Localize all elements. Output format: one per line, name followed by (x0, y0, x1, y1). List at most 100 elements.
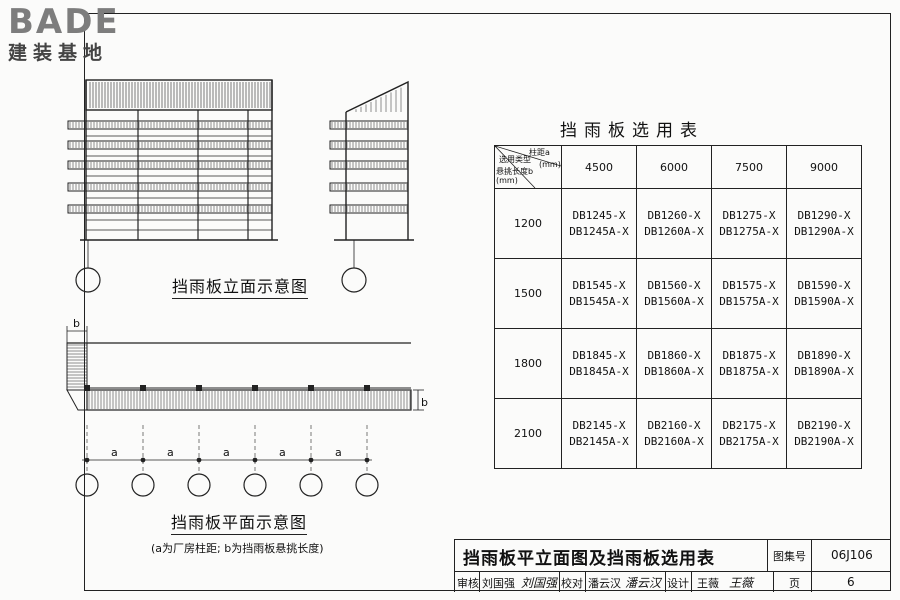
table-cell: DB1560-X DB1560A-X (636, 258, 712, 329)
title-block-vline (479, 571, 480, 592)
table-cell: DB1575-X DB1575A-X (711, 258, 787, 329)
model-code: DB1245-X (572, 208, 626, 222)
side-rain-shield (329, 160, 409, 170)
diagonal-lines (495, 146, 561, 188)
plan-shield-band (86, 389, 412, 411)
plan-column-dot (308, 385, 314, 391)
axis-bubble (355, 473, 379, 497)
atlas-number: 06J106 (831, 548, 873, 562)
rain-shield-band (67, 204, 273, 214)
table-cell: DB1875-X DB1875A-X (711, 328, 787, 399)
dim-a-tick (196, 457, 202, 463)
title-block-vline (454, 540, 455, 592)
plan-corner-shield (66, 342, 88, 391)
model-code-alt: DB1560A-X (644, 294, 704, 308)
title-block-vline (767, 540, 768, 571)
table-cell: DB1275-X DB1275A-X (711, 188, 787, 259)
review-label: 审核 (457, 577, 479, 590)
row-header: 1500 (494, 258, 562, 329)
logo-brand: BADE (8, 2, 120, 42)
table-cell: DB2175-X DB2175A-X (711, 398, 787, 469)
rain-shield-band (67, 160, 273, 170)
table-header-row: 柱距a (mm) 选用类型 悬挑长度b (mm) 4500 6000 7500 … (494, 145, 862, 189)
elevation-right-section (329, 80, 414, 241)
plan-column-dot (196, 385, 202, 391)
design-label: 设计 (667, 577, 689, 590)
dim-a-tick (308, 457, 314, 463)
model-code: DB1875-X (722, 348, 776, 362)
model-code: DB1275-X (722, 208, 776, 222)
row-header: 1800 (494, 328, 562, 399)
page-label: 页 (789, 577, 800, 590)
table-cell: DB1290-X DB1290A-X (786, 188, 862, 259)
model-code: DB1560-X (647, 278, 701, 292)
dim-a-label: a (335, 446, 342, 459)
title-block: 挡雨板平立面图及挡雨板选用表 图集号 06J106 审核 刘国强 刘国强 校对 … (454, 539, 891, 592)
side-rain-shield (329, 140, 409, 150)
model-code-alt: DB1890A-X (794, 364, 854, 378)
model-code-alt: DB1290A-X (794, 224, 854, 238)
model-code-alt: DB2190A-X (794, 434, 854, 448)
model-code-alt: DB1275A-X (719, 224, 779, 238)
dim-b-side: b (421, 396, 428, 409)
axis-bubble (187, 473, 211, 497)
model-code-alt: DB1845A-X (569, 364, 629, 378)
checker-signature: 潘云汉 (625, 576, 662, 590)
model-code: DB1575-X (722, 278, 776, 292)
plan-caption: 挡雨板平面示意图 (171, 509, 308, 535)
model-code: DB1290-X (797, 208, 851, 222)
dim-a-tick (364, 457, 370, 463)
plan-column-dot (84, 385, 90, 391)
model-code-alt: DB2145A-X (569, 434, 629, 448)
dim-a-tick (252, 457, 258, 463)
model-code-alt: DB2160A-X (644, 434, 704, 448)
dim-b-top: b (73, 317, 80, 330)
designer-signature: 王薇 (729, 576, 754, 590)
model-code-alt: DB2175A-X (719, 434, 779, 448)
check-label: 校对 (561, 577, 583, 590)
plan-corner-chamfer (66, 389, 88, 411)
axis-bubble (131, 473, 155, 497)
axis-bubble (75, 473, 99, 497)
model-code: DB1260-X (647, 208, 701, 222)
logo-brand-sub: 建装基地 (8, 42, 109, 64)
model-code-alt: DB1575A-X (719, 294, 779, 308)
title-block-divider (455, 571, 890, 572)
diag-col-unit: (mm) (539, 160, 561, 169)
table-title: 挡雨板选用表 (560, 121, 704, 141)
diag-row-unit: (mm) (496, 176, 518, 185)
plan-column-dot (140, 385, 146, 391)
diag-col-axis: 柱距a (529, 148, 550, 157)
rain-shield-band (67, 182, 273, 192)
row-header: 2100 (494, 398, 562, 469)
title-block-vline (811, 540, 812, 592)
logo: BADE 建装基地 (8, 4, 120, 66)
model-code: DB1890-X (797, 348, 851, 362)
checker-name: 潘云汉 (588, 577, 621, 590)
title-block-vline (773, 571, 774, 592)
table-cell: DB1890-X DB1890A-X (786, 328, 862, 399)
elevation-caption: 挡雨板立面示意图 (172, 273, 309, 299)
dim-a-label: a (167, 446, 174, 459)
plan-note: (a为厂房柱距; b为挡雨板悬挑长度) (151, 542, 324, 555)
model-code-alt: DB1875A-X (719, 364, 779, 378)
reviewer-signature: 刘国强 (521, 576, 558, 590)
axis-bubble (75, 267, 101, 293)
diagonal-header-cell: 柱距a (mm) 选用类型 悬挑长度b (mm) (494, 145, 562, 189)
dim-a-tick (140, 457, 146, 463)
model-code: DB2175-X (722, 418, 776, 432)
axis-bubbles (75, 240, 379, 497)
reviewer-name: 刘国强 (482, 577, 515, 590)
side-rain-shield (329, 204, 409, 214)
model-code: DB1845-X (572, 348, 626, 362)
axis-bubble (341, 267, 367, 293)
